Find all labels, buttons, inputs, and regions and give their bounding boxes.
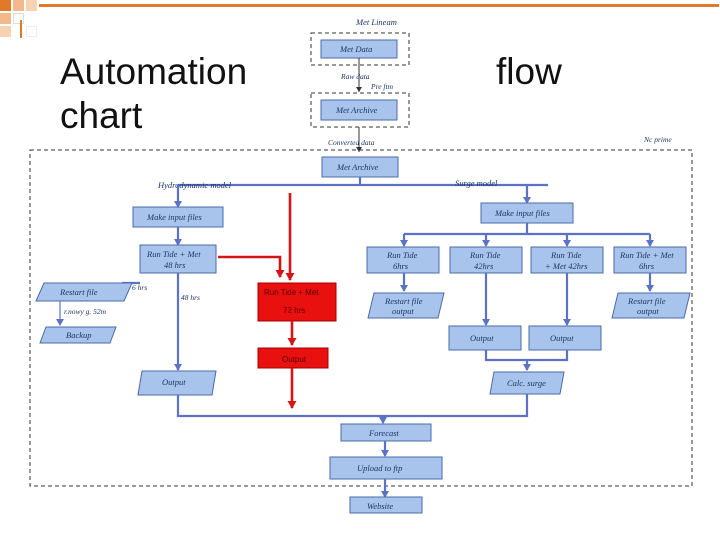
line-outputs-merge [484, 350, 569, 362]
processing-dashed-frame [29, 149, 693, 487]
red-arrow-from-run-tide [218, 255, 285, 278]
output-left-label: Output [162, 377, 186, 387]
run-tide-6-line1: Run Tide [386, 250, 418, 260]
output-mid2-label: Output [550, 333, 574, 343]
run-tide-met-48-line2: 48 hrs [164, 260, 186, 270]
website-label: Website [367, 501, 393, 511]
make-input-left-label: Make input files [146, 212, 202, 222]
output-left-box [137, 370, 217, 396]
title-line-1: Automation [60, 51, 248, 92]
restart-left-sub-label: r.nowy g. 52m [64, 307, 107, 316]
restart-right-line1: Restart file [627, 296, 666, 306]
six-hrs-label: 6 hrs [132, 283, 147, 292]
red-run-tide-line2: 72 hrs [283, 306, 305, 315]
make-input-right-label: Make input files [494, 208, 550, 218]
title-line-2: chart [60, 95, 143, 136]
met-archive-mid-label: Met Archive [336, 162, 379, 172]
line-output-left-to-forecast [176, 395, 360, 418]
run-tide-42-box [449, 246, 523, 274]
red-run-tide-box [257, 282, 337, 322]
restart-mid-line2: output [392, 306, 414, 316]
run-tide-met6-box [613, 246, 687, 274]
run-tide-met6-line2: 6hrs [639, 261, 655, 271]
run-tide-42-line2: 42hrs [474, 261, 494, 271]
nc-prime-label: Nc prime [643, 135, 672, 144]
slide-title-right: flow [496, 51, 562, 92]
restart-file-right-box [611, 292, 691, 319]
restart-file-mid-box [367, 292, 445, 319]
run-tide-6-box [366, 246, 440, 274]
met-archive-top-box [320, 99, 398, 121]
fortyeight-hrs-label: 48 hrs [181, 293, 200, 302]
met-archive-dashed-frame [310, 92, 410, 128]
output-mid2-box [528, 325, 602, 351]
line-calc-surge-to-forecast [360, 394, 529, 418]
hydrodynamic-model-label: Hydrodynamic model [157, 180, 232, 190]
run-tide-6-line2: 6hrs [393, 261, 409, 271]
calc-surge-box [489, 371, 565, 395]
raw-data-label: Raw data [340, 72, 370, 81]
met-data-label: Met Data [339, 44, 372, 54]
met-data-dashed-frame [310, 32, 410, 66]
run-tide-met42-line1: Run Tide [550, 250, 582, 260]
backup-label: Backup [66, 330, 92, 340]
met-lineam-label: Met Lineam [355, 17, 397, 27]
forecast-label: Forecast [368, 428, 400, 438]
run-tide-42-line1: Run Tide [469, 250, 501, 260]
upload-ftp-label: Upload to ftp [357, 463, 402, 473]
red-run-tide-line1: Run Tide + Met [264, 288, 319, 297]
restart-file-left-label: Restart file [59, 287, 98, 297]
output-mid1-label: Output [470, 333, 494, 343]
run-tide-met-48-box [139, 244, 217, 274]
restart-file-left-box [35, 282, 133, 302]
met-archive-top-label: Met Archive [335, 105, 378, 115]
surge-model-label: Surge model [455, 178, 498, 188]
restart-right-line2: output [637, 306, 659, 316]
website-box [349, 496, 423, 514]
run-tide-met-48-line1: Run Tide + Met [146, 249, 201, 259]
converted-data-label: Converted data [328, 138, 375, 147]
restart-mid-line1: Restart file [384, 296, 423, 306]
run-tide-met42-line2: + Met 42hrs [545, 261, 588, 271]
calc-surge-label: Calc. surge [507, 378, 546, 388]
pre-ftp-label: Pre ftm [370, 82, 394, 91]
slide-title-left: Automation chart [60, 50, 247, 138]
backup-box [39, 326, 117, 344]
red-output-label: Output [282, 355, 307, 364]
run-tide-met6-line1: Run Tide + Met [619, 250, 674, 260]
